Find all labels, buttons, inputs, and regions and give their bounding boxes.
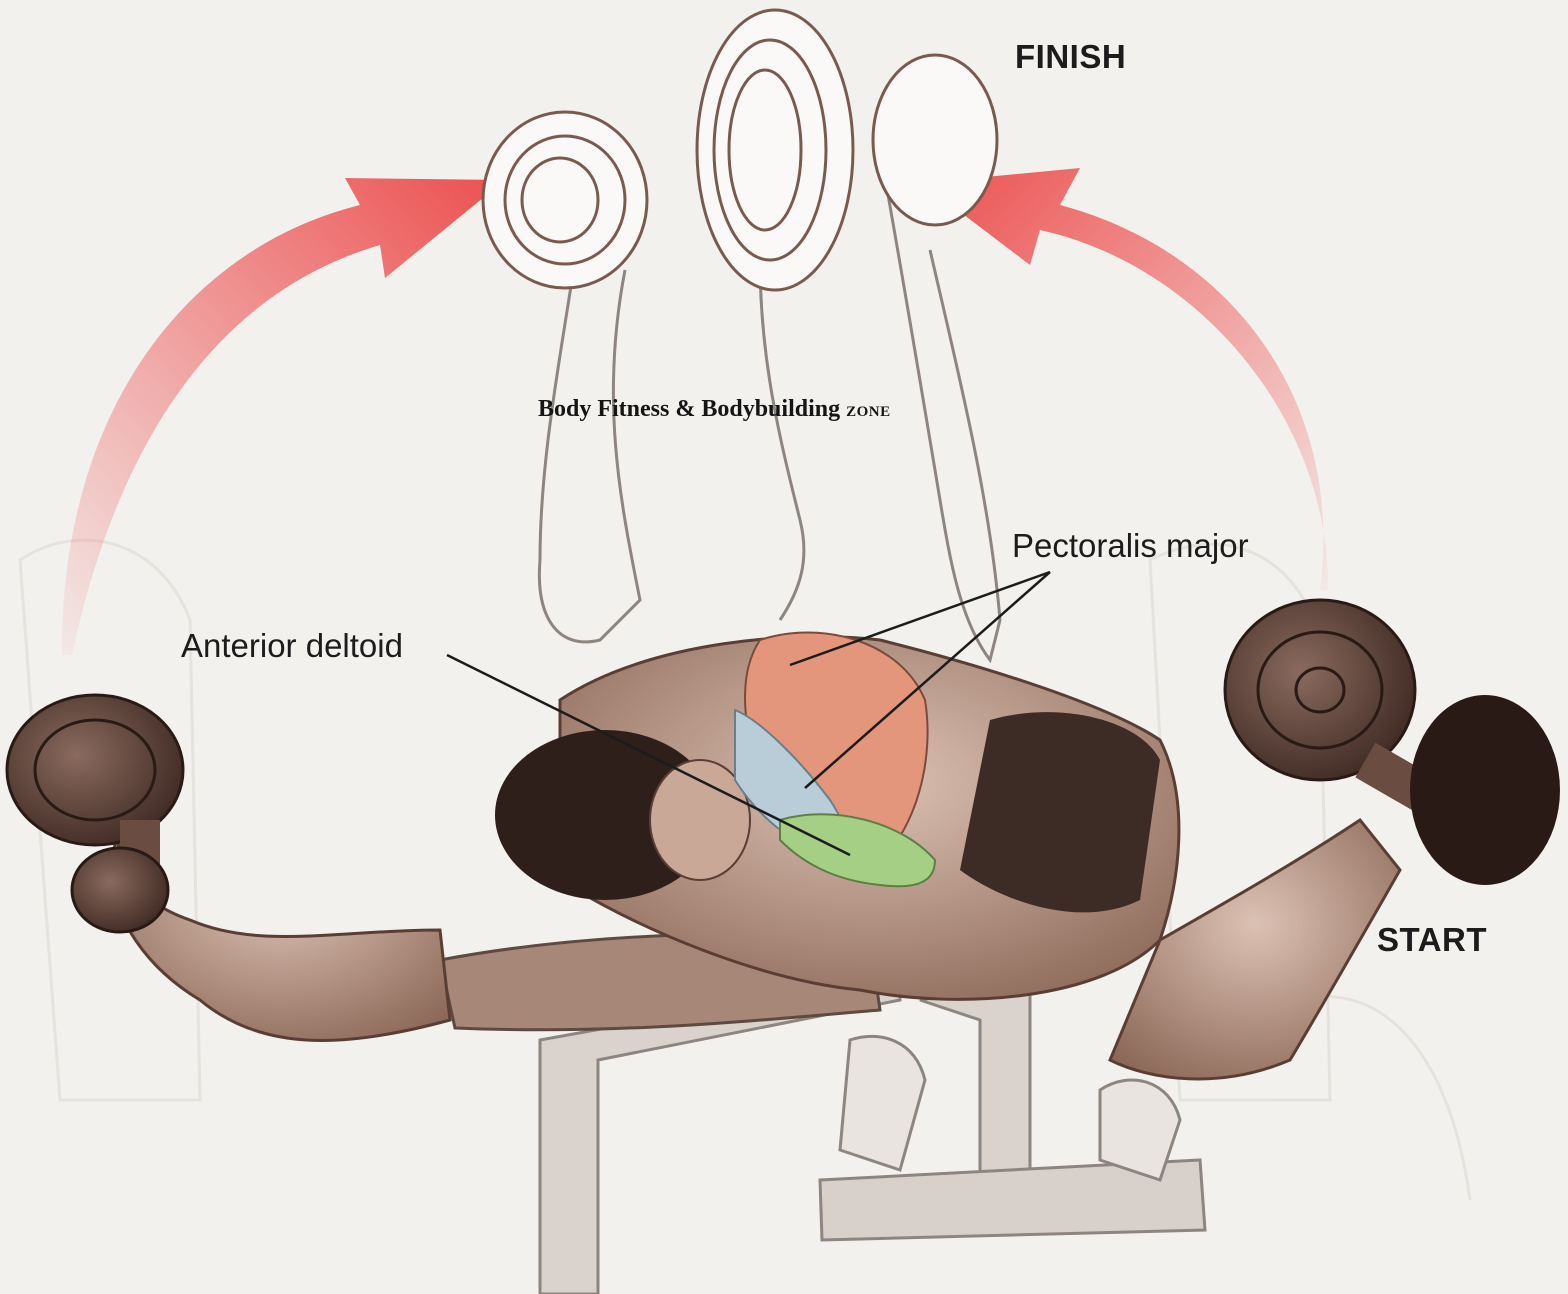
dumbbell-left-start [5, 693, 185, 934]
left-arrow [61, 178, 506, 655]
watermark: Body Fitness & Bodybuilding ZONE [538, 396, 891, 423]
athlete-finish-outline [537, 149, 1002, 664]
watermark-suffix: ZONE [846, 404, 891, 420]
dumbbell-right-finish [695, 8, 999, 292]
anterior-deltoid-label: Anterior deltoid [181, 627, 403, 664]
dumbbell-left-finish [481, 110, 649, 290]
watermark-main: Body Fitness & Bodybuilding [538, 396, 841, 422]
dumbbell-right-start [1223, 598, 1560, 885]
bench [438, 932, 1207, 1294]
finish-label: FINISH [1015, 38, 1127, 75]
anterior-deltoid-region [779, 813, 937, 888]
start-label: START [1377, 921, 1488, 958]
deltoid-leader-line [446, 653, 851, 857]
pectoralis-leader-lines [789, 570, 1051, 789]
pectoralis-major-label: Pectoralis major [1012, 527, 1249, 564]
